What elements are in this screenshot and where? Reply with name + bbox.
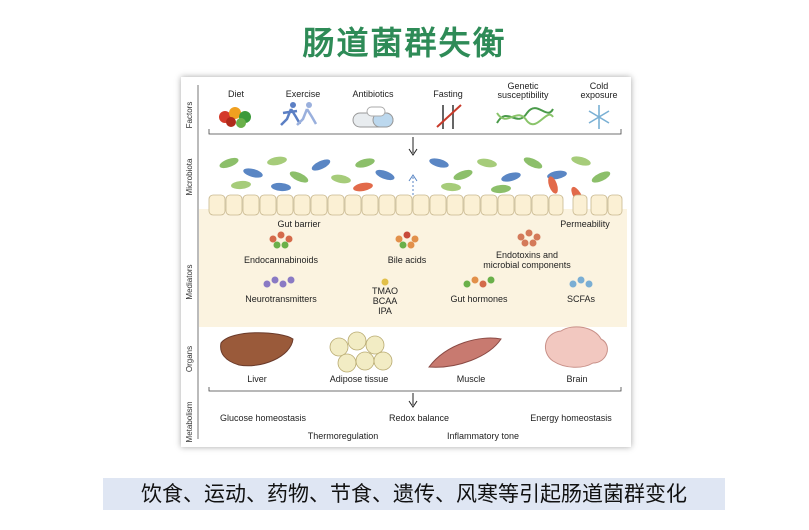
section-label-organs: Organs (185, 346, 194, 372)
tmao-label: TMAO (372, 286, 398, 296)
snowflake-icon (588, 105, 610, 129)
energy-homeostasis-label: Energy homeostasis (530, 413, 612, 423)
tmao-icon (381, 278, 389, 286)
muscle-label: Muscle (457, 374, 486, 384)
gut-barrier-cells (208, 194, 623, 216)
factor-fasting-label: Fasting (433, 89, 463, 99)
section-label-mediators: Mediators (185, 264, 194, 299)
arrowhead-2 (408, 400, 418, 408)
permeability-label: Permeability (560, 219, 610, 229)
arrowhead-1 (408, 148, 418, 156)
factor-genetic-label-1: Genetic (507, 81, 539, 91)
brain-label: Brain (566, 374, 587, 384)
bacteria-cluster (219, 156, 611, 204)
factor-cold-label-1: Cold (590, 81, 609, 91)
bile-acids-label: Bile acids (388, 255, 427, 265)
organs-bracket (208, 387, 622, 392)
section-label-factors: Factors (185, 102, 194, 129)
gut-hormones-icon (463, 276, 495, 288)
adipose-tissue-label: Adipose tissue (330, 374, 389, 384)
endotoxins-label-2: microbial components (483, 260, 571, 270)
figure-canvas: Factors Microbiota Mediators Organs Meta… (185, 81, 627, 442)
endocannabinoids-icon (269, 231, 293, 249)
inflammatory-tone-label: Inflammatory tone (447, 431, 519, 441)
fasting-icon (436, 104, 462, 129)
mediators-band (199, 209, 627, 327)
slide-title: 肠道菌群失衡 (302, 24, 507, 62)
dna-icon (496, 107, 554, 126)
brain-icon (545, 326, 608, 368)
exercise-icon (280, 102, 318, 126)
liver-icon (220, 332, 294, 367)
diet-icon (219, 107, 251, 128)
pill-icon (352, 106, 394, 128)
redox-balance-label: Redox balance (389, 413, 449, 423)
factor-antibiotics-label: Antibiotics (352, 89, 394, 99)
slide-caption: 饮食、运动、药物、节食、遗传、风寒等引起肠道菌群变化 (103, 478, 725, 510)
factors-bracket (208, 129, 622, 135)
endocannabinoids-label: Endocannabinoids (244, 255, 319, 265)
scfas-icon (569, 276, 593, 288)
factor-cold-label-2: exposure (580, 90, 617, 100)
adipose-tissue-icon (329, 331, 393, 373)
bile-acids-icon (395, 231, 419, 249)
factor-genetic-label-2: susceptibility (497, 90, 549, 100)
neurotransmitters-icon (263, 276, 295, 288)
muscle-icon (428, 337, 502, 368)
gut-hormones-label: Gut hormones (450, 294, 508, 304)
liver-label: Liver (247, 374, 267, 384)
gut-microbiota-figure: Factors Microbiota Mediators Organs Meta… (181, 77, 631, 447)
glucose-homeostasis-label: Glucose homeostasis (220, 413, 307, 423)
factor-exercise-label: Exercise (286, 89, 321, 99)
section-label-metabolism: Metabolism (185, 401, 194, 442)
section-label-microbiota: Microbiota (185, 158, 194, 195)
endotoxins-label-1: Endotoxins and (496, 250, 558, 260)
neurotransmitters-label: Neurotransmitters (245, 294, 317, 304)
factor-diet-label: Diet (228, 89, 245, 99)
arrowhead-up (408, 174, 418, 182)
ipa-label: IPA (378, 306, 392, 316)
scfas-label: SCFAs (567, 294, 596, 304)
gut-barrier-label: Gut barrier (277, 219, 320, 229)
thermoregulation-label: Thermoregulation (308, 431, 379, 441)
endotoxins-icon (517, 229, 541, 247)
bcaa-label: BCAA (373, 296, 398, 306)
